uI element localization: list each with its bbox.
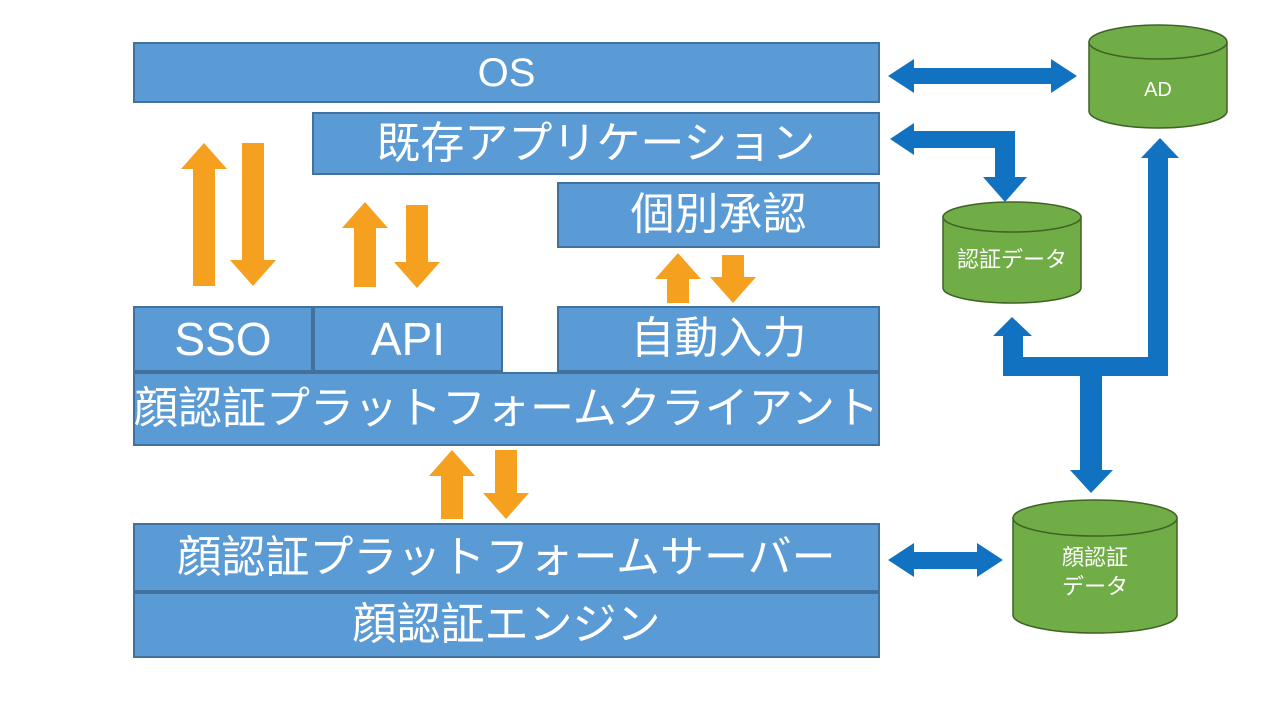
box-face-auth-platform-server: 顔認証プラットフォームサーバー xyxy=(133,523,880,592)
orange-arrow-pair-approval-autoinput xyxy=(655,253,756,303)
down-arrow-icon xyxy=(394,205,440,288)
up-arrow-icon xyxy=(342,202,388,287)
db-cylinder-auth-data xyxy=(942,201,1082,304)
blue-double-arrow-os-ad-icon xyxy=(888,59,1077,93)
down-arrow-icon xyxy=(710,255,756,303)
cylinder-body xyxy=(942,216,1082,304)
down-arrowhead-facedata-icon xyxy=(1070,470,1113,493)
db-cylinder-face-data xyxy=(1012,499,1178,634)
orange-arrow-pair-os-sso xyxy=(181,143,276,286)
blue-connector-server-databases xyxy=(993,138,1179,493)
down-arrow-icon xyxy=(230,143,276,286)
box-os: OS xyxy=(133,42,880,103)
connector-horizontal-bar xyxy=(1003,357,1168,376)
db-label-face-data: 顔認証 データ xyxy=(1013,543,1177,601)
down-arrow-icon xyxy=(483,450,529,519)
db-label-face-data-line2: データ xyxy=(1061,574,1128,599)
cylinder-top xyxy=(1088,24,1228,60)
db-label-face-data-line1: 顔認証 xyxy=(1061,545,1128,570)
blue-elbow-arrow-app-authdata-icon xyxy=(890,123,1027,202)
db-cylinder-ad xyxy=(1088,24,1228,129)
up-arrowhead-ad-icon xyxy=(1141,138,1179,158)
box-api: API xyxy=(313,306,503,372)
orange-arrow-pair-app-api xyxy=(342,202,440,288)
box-face-auth-platform-client: 顔認証プラットフォームクライアント xyxy=(133,372,880,446)
box-existing-apps: 既存アプリケーション xyxy=(312,112,880,175)
cylinder-top xyxy=(942,201,1082,233)
cylinder-body xyxy=(1012,517,1178,634)
box-sso: SSO xyxy=(133,306,313,372)
db-label-auth-data: 認証データ xyxy=(956,247,1067,272)
up-arrow-icon xyxy=(429,450,475,519)
db-label-ad: AD xyxy=(1144,79,1172,101)
connector-shaft-to-authdata xyxy=(1003,336,1023,358)
orange-arrow-pair-client-server xyxy=(429,450,529,519)
connector-shaft-to-facedata xyxy=(1080,376,1102,471)
connector-shaft-to-ad xyxy=(1148,157,1168,376)
box-auto-input: 自動入力 xyxy=(557,306,880,372)
up-arrowhead-authdata-icon xyxy=(993,317,1032,336)
cylinder-top xyxy=(1012,499,1178,537)
up-arrow-icon xyxy=(655,253,701,303)
up-arrow-icon xyxy=(181,143,227,286)
box-face-auth-engine: 顔認証エンジン xyxy=(133,592,880,658)
blue-double-arrow-server-facedata-icon xyxy=(888,543,1003,577)
box-individual-approval: 個別承認 xyxy=(557,182,880,248)
cylinder-body xyxy=(1088,41,1228,129)
